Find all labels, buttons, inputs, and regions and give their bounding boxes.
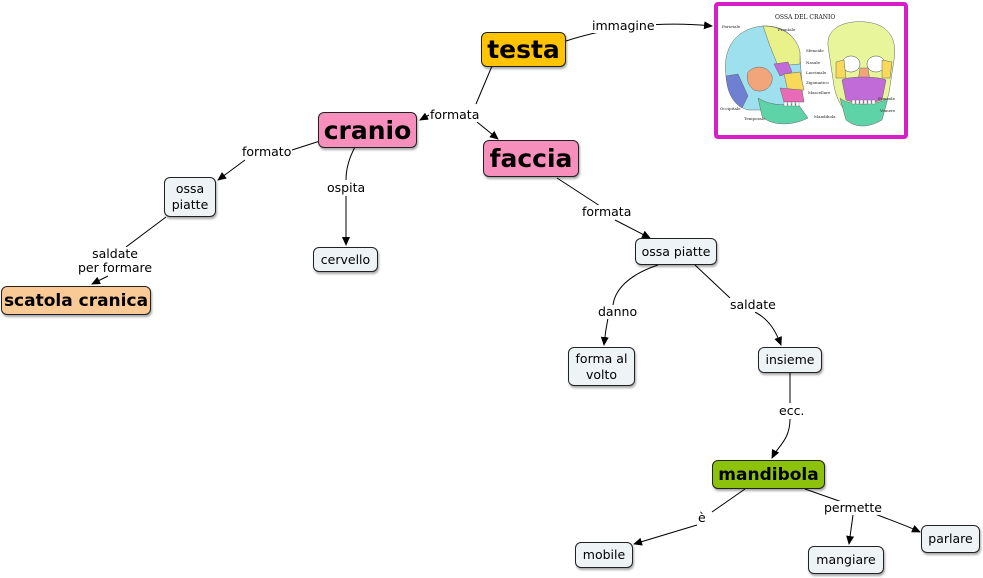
link-mandibola-e [711,488,746,513]
link-label-formata-testa: formata [429,107,481,122]
link-ecc-mandibola [771,418,791,459]
link-saldate-insieme [754,311,782,346]
link-formata-faccia [476,121,499,140]
label-parietale: Parietale [722,24,741,29]
link-ossa-saldate [125,216,167,248]
skull-illustration: OSSA DEL CRANIO [720,14,896,127]
node-forma-al-volto[interactable]: forma al volto [568,347,635,386]
label-nasale: Nasale [806,60,821,65]
node-scatola-cranica[interactable]: scatola cranica [1,286,151,315]
node-cranio[interactable]: cranio [318,112,417,148]
node-faccia[interactable]: faccia [483,140,579,177]
link-mandibola-permette [804,488,843,503]
link-faccia-formata [556,177,601,207]
link-label-e: è [697,510,707,525]
node-mangiare[interactable]: mangiare [808,546,884,574]
link-label-ecc: ecc. [778,403,806,418]
node-cervello[interactable]: cervello [313,247,378,272]
node-ossa-piatte-faccia[interactable]: ossa piatte [635,238,717,265]
skull-image[interactable]: OSSA DEL CRANIO [714,2,908,139]
link-cranio-formato [291,140,321,151]
link-formata-ossa-piatte [614,219,651,239]
link-label-ospita: ospita [326,180,367,195]
link-saldate-scatola [91,275,109,285]
link-label-permette: permette [823,500,883,515]
link-label-saldate-per-formare: saldate per formare [77,246,154,275]
link-cranio-ospita [345,146,356,181]
image-title: OSSA DEL CRANIO [775,14,835,21]
label-mascellare: Mascellare [808,90,831,95]
link-ossa-danno [612,264,659,306]
label-vomere: Vomere [879,108,896,113]
label-frontale: Frontale [778,27,796,32]
link-ossa-saldate-faccia [694,264,731,299]
link-label-immagine: immagine [591,18,656,33]
link-label-formato: formato [241,144,293,159]
link-permette-mangiare [846,514,855,545]
link-label-saldate-faccia: saldate [729,297,777,312]
link-label-formata-faccia: formata [581,204,633,219]
label-occipitale: Occipitale [720,106,741,111]
link-label-danno: danno [597,304,639,319]
node-mobile[interactable]: mobile [575,542,633,568]
link-danno-forma [600,317,609,346]
label-etmoide: Etmoide [878,96,896,101]
link-formato-ossa [217,159,246,181]
label-temporale: Temporale [744,116,766,121]
label-mandibola: Mandibola [814,114,836,119]
link-e-mobile [633,524,698,546]
label-lacrimale: Lacrimale [806,70,827,75]
link-testa-formata [475,65,493,105]
node-insieme[interactable]: insieme [758,347,822,373]
node-testa[interactable]: testa [481,32,566,67]
label-zigomatico: Zigomatico [806,80,829,85]
node-parlare[interactable]: parlare [921,525,980,553]
link-permette-parlare [869,511,921,533]
node-ossa-piatte-cranio[interactable]: ossa piatte [164,177,216,217]
node-mandibola[interactable]: mandibola [712,460,825,489]
label-sfenoide: Sfenoide [806,48,824,53]
